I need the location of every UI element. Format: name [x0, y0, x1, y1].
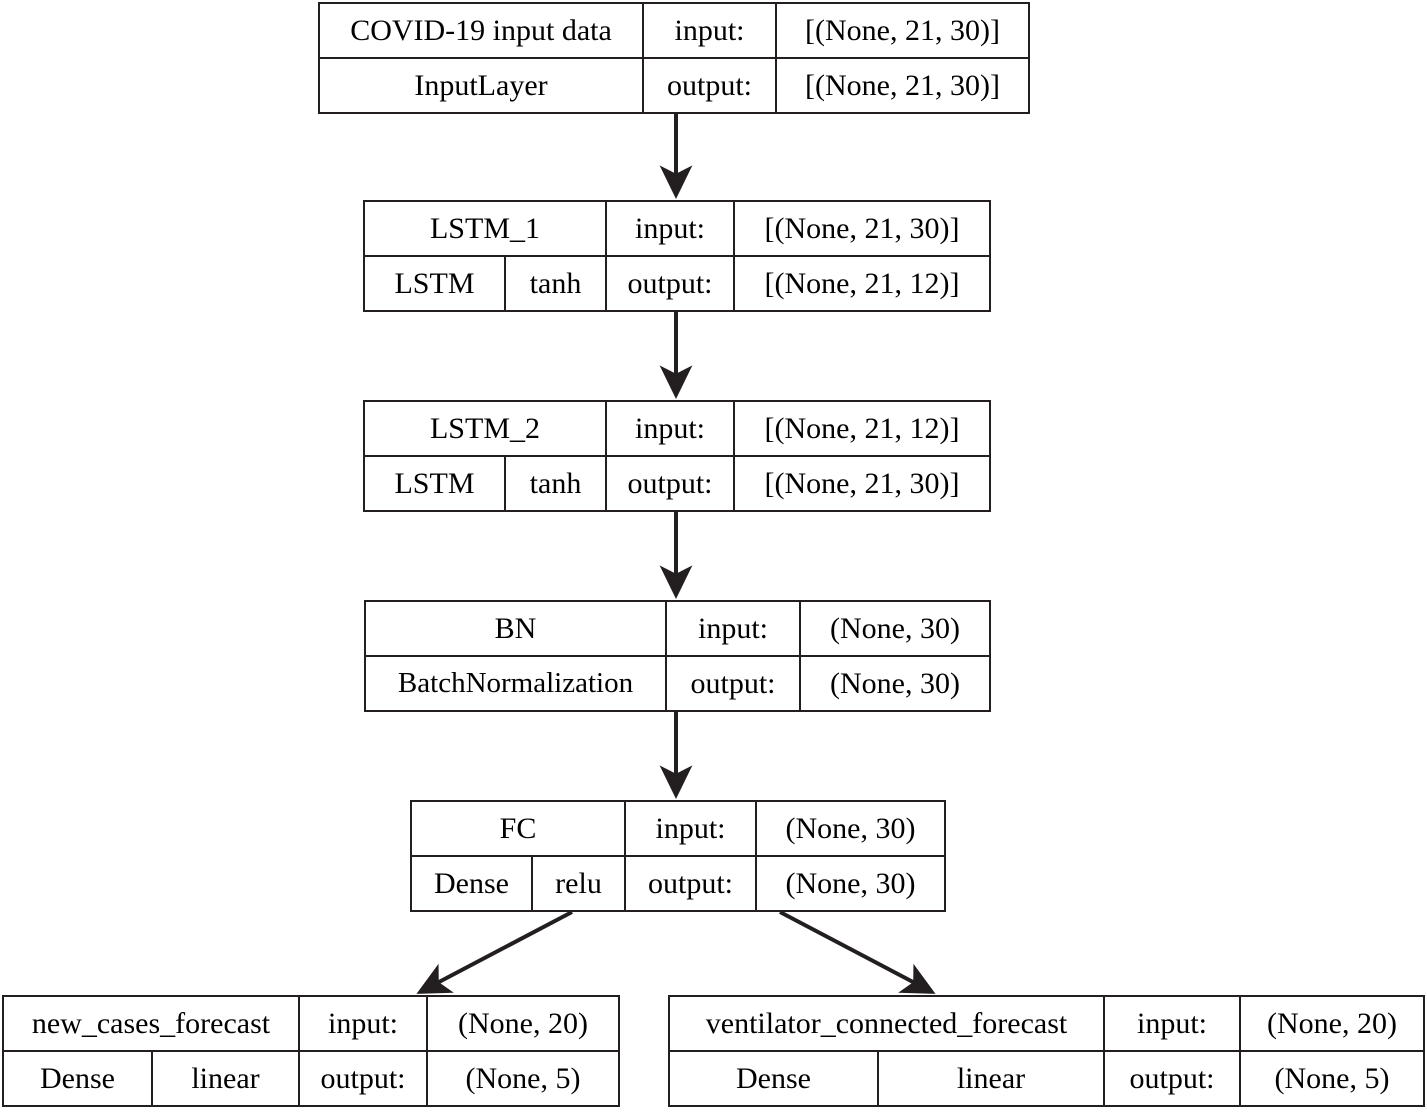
node-new-cases-forecast[interactable]: new_cases_forecast input: (None, 20) Den…	[2, 995, 620, 1107]
edge-fc-to-new-cases-forecast	[416, 910, 573, 994]
input-shape-value: (None, 20)	[458, 1006, 588, 1040]
input-shape-value: [(None, 21, 30)]	[805, 13, 1000, 47]
input-label: input:	[607, 402, 735, 455]
input-shape-value: [(None, 21, 30)]	[764, 211, 960, 245]
node-row-output: BatchNormalization output: (None, 30)	[366, 657, 989, 710]
node-class-name: Dense	[670, 1052, 879, 1105]
output-label: output:	[1105, 1052, 1241, 1105]
edge-fc-to-ventilator-forecast	[779, 910, 936, 994]
node-row-output: Dense linear output: (None, 5)	[4, 1052, 618, 1105]
output-shape-value: (None, 30)	[785, 866, 916, 900]
node-row-input: COVID-19 input data input: [(None, 21, 3…	[320, 4, 1028, 59]
output-label: output:	[300, 1052, 428, 1105]
node-row-output: Dense relu output: (None, 30)	[412, 857, 944, 910]
input-shape-value: (None, 30)	[785, 811, 916, 845]
node-class-name: LSTM	[365, 257, 506, 310]
input-label: input:	[1105, 997, 1241, 1050]
node-lstm-2[interactable]: LSTM_2 input: [(None, 21, 12)] LSTM tanh…	[363, 400, 991, 512]
node-activation: linear	[879, 1052, 1105, 1105]
node-class-name: Dense	[4, 1052, 153, 1105]
input-label: input:	[644, 4, 777, 57]
node-title: COVID-19 input data	[320, 4, 644, 57]
node-activation: tanh	[506, 457, 607, 510]
input-shape-value: (None, 30)	[830, 611, 960, 645]
node-row-input: LSTM_1 input: [(None, 21, 30)]	[365, 202, 989, 257]
node-row-input: LSTM_2 input: [(None, 21, 12)]	[365, 402, 989, 457]
node-input-layer[interactable]: COVID-19 input data input: [(None, 21, 3…	[318, 2, 1030, 114]
input-label: input:	[300, 997, 428, 1050]
output-label: output:	[607, 457, 735, 510]
node-row-input: new_cases_forecast input: (None, 20)	[4, 997, 618, 1052]
node-row-input: BN input: (None, 30)	[366, 602, 989, 657]
node-title: BN	[366, 602, 667, 655]
output-shape-value: (None, 5)	[465, 1061, 581, 1095]
node-row-input: FC input: (None, 30)	[412, 802, 944, 857]
node-title: ventilator_connected_forecast	[670, 997, 1105, 1050]
output-label: output:	[644, 59, 777, 112]
node-fc-dense[interactable]: FC input: (None, 30) Dense relu output: …	[410, 800, 946, 912]
node-class-name: BatchNormalization	[366, 657, 667, 710]
node-row-output: Dense linear output: (None, 5)	[670, 1052, 1423, 1105]
node-row-output: InputLayer output: [(None, 21, 30)]	[320, 59, 1028, 112]
node-class-name: LSTM	[365, 457, 506, 510]
input-shape-value: (None, 20)	[1267, 1006, 1397, 1040]
output-label: output:	[667, 657, 801, 710]
output-shape-value: [(None, 21, 12)]	[764, 266, 960, 300]
input-label: input:	[626, 802, 757, 855]
node-title: LSTM_1	[365, 202, 607, 255]
node-class-name: InputLayer	[320, 59, 644, 112]
output-shape-value: (None, 30)	[830, 666, 960, 700]
node-ventilator-connected-forecast[interactable]: ventilator_connected_forecast input: (No…	[668, 995, 1425, 1107]
output-label: output:	[607, 257, 735, 310]
output-shape-value: [(None, 21, 30)]	[764, 466, 960, 500]
input-label: input:	[667, 602, 801, 655]
node-batch-normalization[interactable]: BN input: (None, 30) BatchNormalization …	[364, 600, 991, 712]
node-activation: linear	[153, 1052, 300, 1105]
node-class-name: Dense	[412, 857, 533, 910]
node-row-output: LSTM tanh output: [(None, 21, 12)]	[365, 257, 989, 310]
output-shape-value: (None, 5)	[1274, 1061, 1390, 1095]
node-title: LSTM_2	[365, 402, 607, 455]
node-row-input: ventilator_connected_forecast input: (No…	[670, 997, 1423, 1052]
input-label: input:	[607, 202, 735, 255]
node-lstm-1[interactable]: LSTM_1 input: [(None, 21, 30)] LSTM tanh…	[363, 200, 991, 312]
node-row-output: LSTM tanh output: [(None, 21, 30)]	[365, 457, 989, 510]
node-title: FC	[412, 802, 626, 855]
output-shape-value: [(None, 21, 30)]	[805, 68, 1000, 102]
node-activation: relu	[533, 857, 626, 910]
output-label: output:	[626, 857, 757, 910]
node-title: new_cases_forecast	[4, 997, 300, 1050]
input-shape-value: [(None, 21, 12)]	[764, 411, 960, 445]
node-activation: tanh	[506, 257, 607, 310]
